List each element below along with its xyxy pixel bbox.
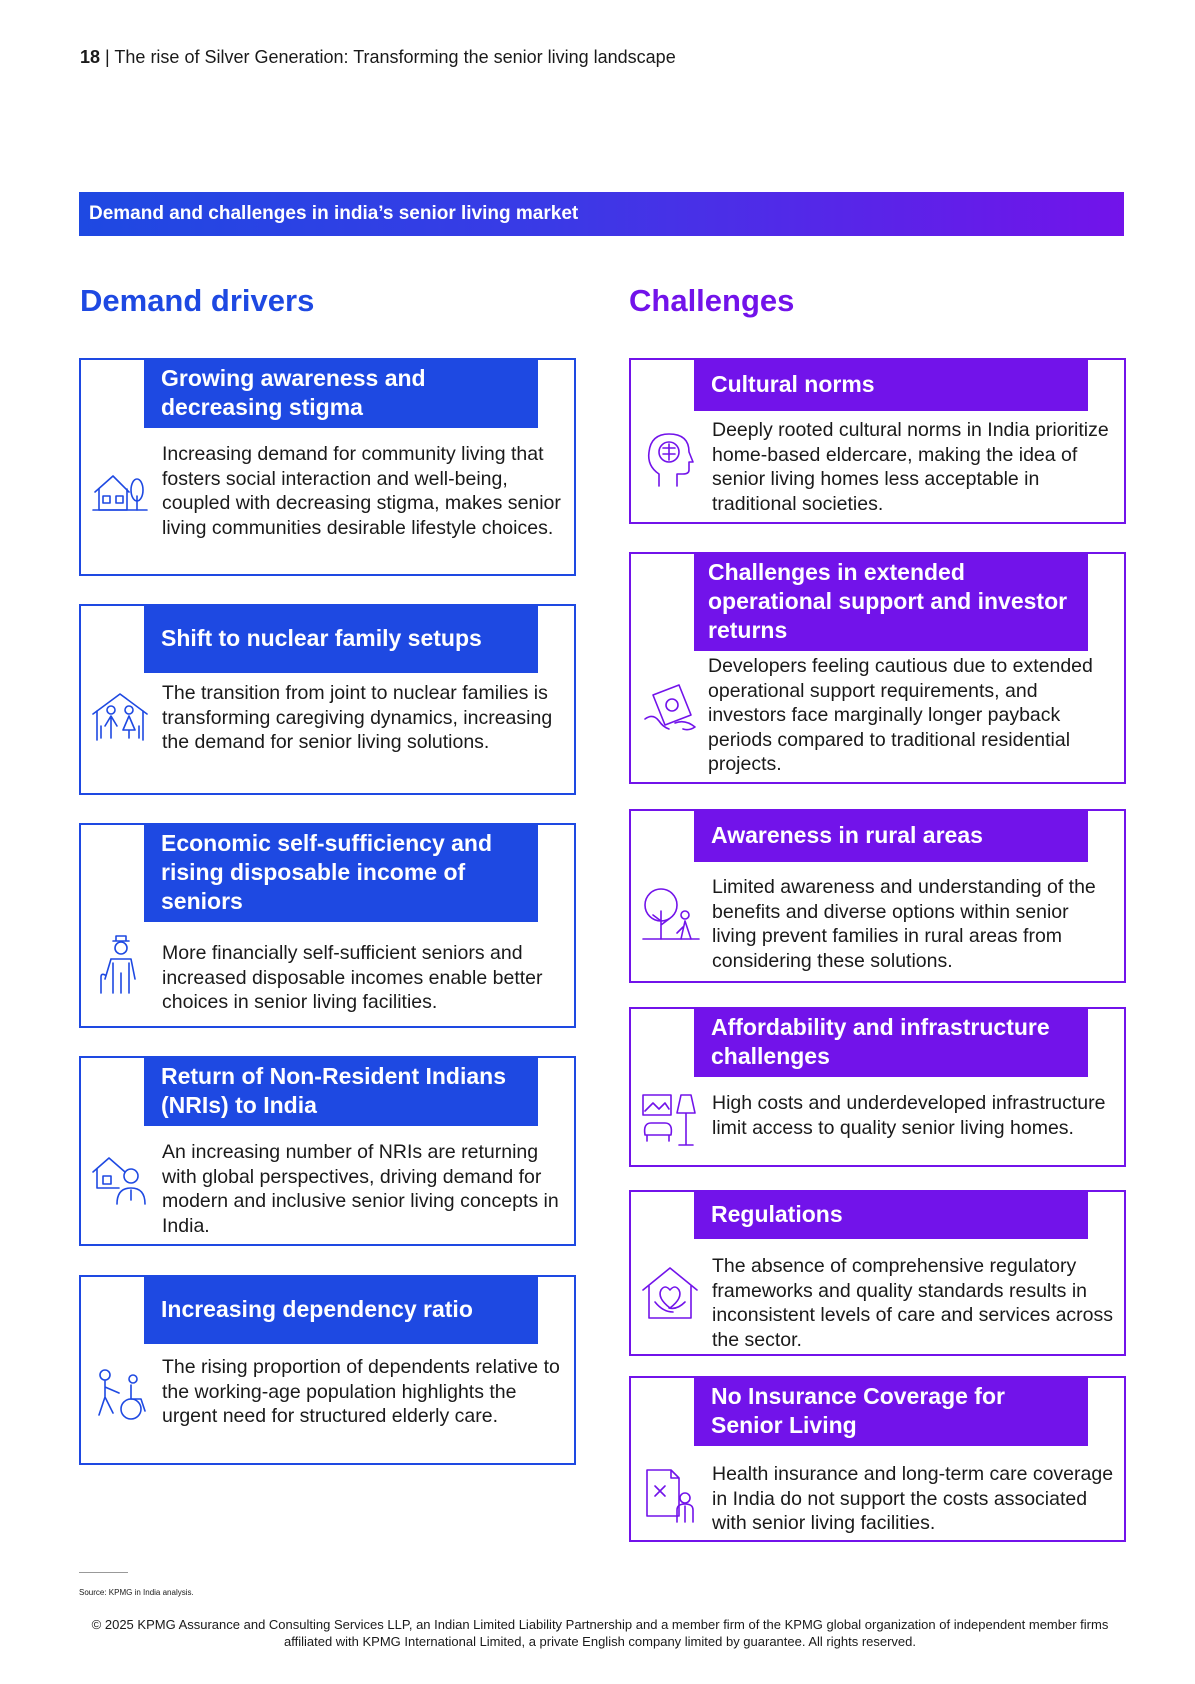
card-title: Affordability and infrastructure challen… xyxy=(694,1007,1088,1077)
source-note: Source: KPMG in India analysis. xyxy=(79,1588,194,1597)
card-title: Cultural norms xyxy=(694,358,1088,411)
card-body: The transition from joint to nuclear fam… xyxy=(162,682,553,753)
house-heart-hands-icon xyxy=(639,1262,701,1324)
card-body: Limited awareness and understanding of t… xyxy=(712,876,1096,972)
wheelchair-caregiver-icon xyxy=(89,1365,151,1427)
section-banner: Demand and challenges in india’s senior … xyxy=(79,192,1124,236)
card-title: Regulations xyxy=(694,1190,1088,1239)
header-separator: | xyxy=(105,47,110,67)
home-person-icon xyxy=(89,1150,151,1212)
card-body: The rising proportion of dependents rela… xyxy=(162,1356,560,1427)
card-title: Growing awareness and decreasing stigma xyxy=(144,358,538,428)
card-body: More financially self-sufficient seniors… xyxy=(162,942,543,1013)
document-cross-person-icon xyxy=(639,1464,701,1526)
card-body: Deeply rooted cultural norms in India pr… xyxy=(712,419,1109,515)
head-brain-icon xyxy=(639,428,701,490)
challenge-card-operational: Challenges in extended operational suppo… xyxy=(629,552,1126,784)
card-body: Developers feeling cautious due to exten… xyxy=(708,655,1093,775)
card-title: Economic self-sufficiency and rising dis… xyxy=(144,823,538,922)
furniture-lamp-icon xyxy=(639,1089,701,1151)
card-body: High costs and underdeveloped infrastruc… xyxy=(712,1092,1106,1139)
card-title: Return of Non-Resident Indians (NRIs) to… xyxy=(144,1056,538,1126)
card-body: Health insurance and long-term care cove… xyxy=(712,1463,1114,1534)
page-number: 18 xyxy=(80,47,101,67)
card-title: Increasing dependency ratio xyxy=(144,1275,538,1344)
card-body: An increasing number of NRIs are returni… xyxy=(162,1141,559,1237)
challenge-card-regulations: Regulations The absence of comprehensive… xyxy=(629,1190,1126,1356)
demand-card-economic: Economic self-sufficiency and rising dis… xyxy=(79,823,576,1028)
challenge-card-insurance: No Insurance Coverage for Senior Living … xyxy=(629,1376,1126,1542)
card-title: No Insurance Coverage for Senior Living xyxy=(694,1376,1088,1446)
flying-money-icon xyxy=(639,679,701,741)
card-body: Increasing demand for community living t… xyxy=(162,443,561,539)
card-title: Awareness in rural areas xyxy=(694,809,1088,862)
elderly-man-icon xyxy=(89,933,151,995)
challenge-card-affordability: Affordability and infrastructure challen… xyxy=(629,1007,1126,1167)
card-body: The absence of comprehensive regulatory … xyxy=(712,1255,1114,1351)
document-title: The rise of Silver Generation: Transform… xyxy=(114,47,676,67)
challenges-heading: Challenges xyxy=(629,283,795,318)
card-title: Shift to nuclear family setups xyxy=(144,604,538,673)
demand-drivers-heading: Demand drivers xyxy=(80,283,315,318)
tree-elderly-icon xyxy=(639,881,701,943)
challenge-card-rural: Awareness in rural areas Limited awarene… xyxy=(629,809,1126,983)
page-header: 18 | The rise of Silver Generation: Tran… xyxy=(80,47,676,68)
challenge-card-cultural: Cultural norms Deeply rooted cultural no… xyxy=(629,358,1126,524)
card-title: Challenges in extended operational suppo… xyxy=(694,552,1088,651)
demand-card-nuclear: Shift to nuclear family setups The trans… xyxy=(79,604,576,795)
house-tree-icon xyxy=(89,462,151,524)
copyright-footer: © 2025 KPMG Assurance and Consulting Ser… xyxy=(91,1617,1109,1649)
demand-card-awareness: Growing awareness and decreasing stigma … xyxy=(79,358,576,576)
demand-card-nri: Return of Non-Resident Indians (NRIs) to… xyxy=(79,1056,576,1246)
footnote-divider xyxy=(79,1572,128,1573)
family-home-icon xyxy=(89,686,151,748)
demand-card-dependency: Increasing dependency ratio The rising p… xyxy=(79,1275,576,1465)
